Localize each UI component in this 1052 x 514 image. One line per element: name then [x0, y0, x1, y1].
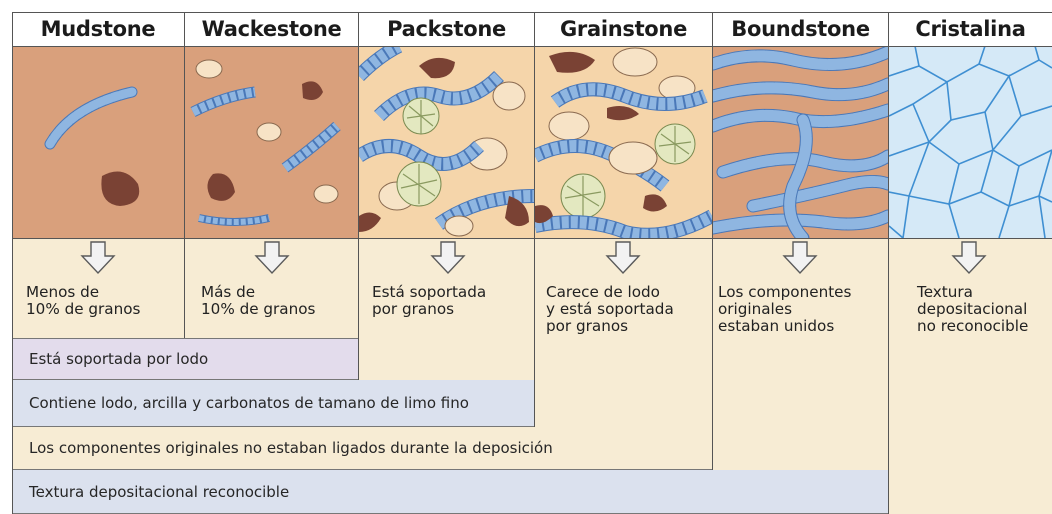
down-arrow-icon [432, 242, 464, 273]
mudstone-texture-illustration [12, 46, 184, 238]
wackestone-texture-illustration [185, 46, 358, 238]
down-arrow-icon [82, 242, 114, 273]
boundstone-texture-panel [713, 46, 888, 238]
description-wackestone: Más de 10% de granos [201, 284, 315, 318]
header-wackestone: Wackestone [185, 12, 358, 46]
down-arrow-icon [607, 242, 639, 273]
header-cristalina: Cristalina [889, 12, 1052, 46]
mudstone-texture-panel [12, 46, 184, 238]
column-divider [712, 12, 713, 470]
packstone-texture-illustration [359, 46, 534, 238]
panel-bottom-border [12, 238, 1052, 239]
header-grainstone: Grainstone [535, 12, 712, 46]
description-cristalina: Textura depositacional no reconocible [917, 284, 1028, 335]
description-boundstone: Los componentes originales estaban unido… [718, 284, 851, 335]
grainstone-texture-illustration [535, 46, 712, 238]
band-contains-mud: Contiene lodo, arcilla y carbonatos de t… [12, 380, 535, 427]
band-depositional-texture-recognizable: Textura depositacional reconocible [12, 470, 889, 514]
band-mud-supported: Está soportada por lodo [12, 338, 359, 380]
header-boundstone: Boundstone [713, 12, 888, 46]
down-arrow-icon [256, 242, 288, 273]
band-components-not-bound: Los componentes originales no estaban li… [12, 427, 713, 470]
description-mudstone: Menos de 10% de granos [26, 284, 140, 318]
arrows-row [0, 240, 1052, 280]
grainstone-texture-panel [535, 46, 712, 238]
header-mudstone: Mudstone [12, 12, 184, 46]
down-arrow-icon [953, 242, 985, 273]
wackestone-texture-panel [185, 46, 358, 238]
packstone-column-background [359, 338, 534, 380]
grainstone-column-background [535, 338, 712, 427]
column-divider [358, 12, 359, 380]
boundstone-texture-illustration [713, 46, 888, 238]
left-border [12, 12, 13, 514]
top-border [12, 12, 1052, 13]
cristalina-texture-illustration [889, 46, 1052, 238]
column-divider [184, 12, 185, 338]
header-packstone: Packstone [359, 12, 534, 46]
column-divider [888, 12, 889, 514]
description-grainstone: Carece de lodo y está soportada por gran… [546, 284, 674, 335]
boundstone-column-background [713, 338, 888, 470]
description-packstone: Está soportada por granos [372, 284, 486, 318]
packstone-texture-panel [359, 46, 534, 238]
down-arrow-icon [784, 242, 816, 273]
column-divider [534, 12, 535, 427]
header-bottom-border [12, 46, 1052, 47]
cristalina-texture-panel [889, 46, 1052, 238]
